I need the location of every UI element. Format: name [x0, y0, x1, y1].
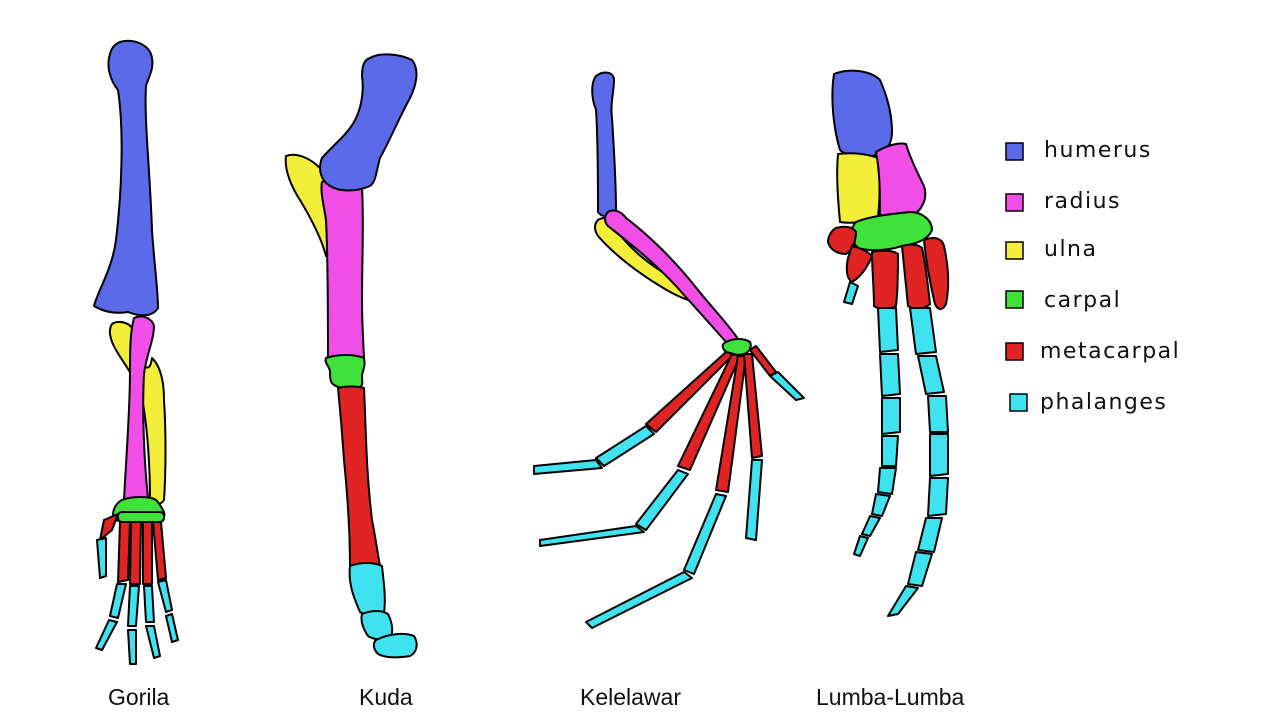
- kelelawar-phalanx-1b: [533, 459, 603, 475]
- lumba-metacarpal-4: [901, 243, 931, 310]
- gorila-metacarpal-2: [117, 521, 131, 583]
- lumba-phalanx-2b: [879, 353, 901, 397]
- gorila-humerus: [93, 39, 159, 317]
- lumba-metacarpal-3: [871, 249, 899, 310]
- legend-label-humerus: humerus: [1044, 138, 1152, 163]
- legend-item-humerus: humerus: [1005, 138, 1152, 163]
- lumba-phalanx-3g: [907, 551, 933, 587]
- lumba-phalanx-3e: [927, 477, 949, 517]
- lumba-phalanx-3h: [887, 585, 919, 617]
- lumba-phalanx-1: [843, 281, 859, 305]
- lumba-phalanx-2d: [881, 435, 899, 467]
- lumba-phalanx-3f: [917, 517, 943, 553]
- kelelawar-phalanx-3b: [585, 571, 693, 629]
- kelelawar-phalanx-2b: [539, 525, 645, 547]
- kelelawar-phalanx-3a: [683, 493, 727, 575]
- kuda-limb: [284, 53, 418, 659]
- animal-label-kelelawar: Kelelawar: [580, 684, 681, 710]
- legend-swatch-phalanges: [1009, 393, 1028, 412]
- kelelawar-radius: [604, 209, 741, 346]
- kelelawar-humerus: [591, 71, 617, 218]
- kuda-carpal: [324, 354, 366, 390]
- legend-label-metacarpal: metacarpal: [1040, 339, 1180, 364]
- lumba-radius: [875, 142, 927, 218]
- legend-label-carpal: carpal: [1044, 288, 1121, 313]
- lumba-limb: [827, 69, 950, 617]
- animal-label-kuda: Kuda: [359, 684, 413, 710]
- lumba-phalanx-2h: [853, 535, 869, 557]
- animal-label-gorila: Gorila: [108, 684, 170, 710]
- gorila-phalanx-thumb: [96, 537, 107, 579]
- gorila-phalanx-3b: [127, 629, 137, 665]
- gorila-phalanx-5b: [165, 613, 179, 643]
- gorila-metacarpal-3: [129, 521, 142, 585]
- legend-item-carpal: carpal: [1005, 288, 1121, 313]
- lumba-humerus: [831, 69, 893, 158]
- gorila-phalanx-3a: [127, 585, 140, 627]
- lumba-phalanx-2g: [861, 515, 881, 537]
- lumba-phalanx-3b: [917, 355, 945, 395]
- gorila-metacarpal-4: [142, 521, 153, 585]
- gorila-phalanx-2b: [95, 619, 118, 651]
- legend-label-ulna: ulna: [1044, 237, 1097, 262]
- lumba-phalanx-2c: [881, 397, 901, 435]
- lumba-carpal: [850, 211, 933, 252]
- kuda-humerus: [319, 53, 418, 192]
- kelelawar-phalanx-1a: [595, 425, 655, 467]
- animal-label-lumba: Lumba-Lumba: [816, 684, 965, 710]
- lumba-phalanx-3c: [927, 395, 949, 433]
- kelelawar-phalanx-5: [769, 371, 805, 401]
- legend-item-ulna: ulna: [1005, 237, 1097, 262]
- legend-swatch-carpal: [1005, 290, 1024, 309]
- kelelawar-phalanx-4: [745, 459, 763, 541]
- gorila-phalanx-5a: [157, 579, 173, 613]
- lumba-metacarpal-5: [923, 237, 950, 310]
- lumba-phalanx-2e: [877, 467, 897, 495]
- legend-label-radius: radius: [1044, 189, 1121, 214]
- kuda-radius: [320, 177, 365, 364]
- gorila-limb: [93, 39, 179, 665]
- legend-swatch-humerus: [1005, 142, 1024, 161]
- kelelawar-limb: [533, 71, 805, 629]
- legend: humerus radius ulna carpal metacarpal ph…: [1005, 138, 1180, 415]
- legend-item-radius: radius: [1005, 189, 1121, 214]
- gorila-carpal-row: [117, 511, 165, 523]
- kuda-metacarpal: [337, 385, 381, 569]
- lumba-ulna: [836, 152, 881, 224]
- kelelawar-metacarpal-4: [743, 353, 763, 459]
- lumba-metacarpal-1: [827, 225, 857, 255]
- kuda-phalanx-3: [372, 632, 418, 659]
- gorila-phalanx-4b: [145, 625, 161, 659]
- kuda-phalanx-1: [348, 562, 386, 616]
- legend-item-phalanges: phalanges: [1009, 390, 1167, 415]
- legend-swatch-metacarpal: [1005, 342, 1024, 361]
- gorila-metacarpal-1: [99, 513, 119, 541]
- lumba-metacarpal-2: [845, 245, 873, 283]
- lumba-phalanx-3d: [929, 433, 949, 477]
- legend-swatch-ulna: [1005, 241, 1024, 260]
- lumba-phalanx-3a: [909, 307, 937, 355]
- legend-swatch-radius: [1005, 193, 1024, 212]
- lumba-phalanx-2f: [871, 493, 891, 517]
- gorila-phalanx-4a: [143, 585, 155, 623]
- gorila-phalanx-2a: [109, 583, 127, 619]
- lumba-phalanx-2a: [877, 307, 899, 353]
- gorila-metacarpal-5: [152, 521, 167, 581]
- legend-item-metacarpal: metacarpal: [1005, 339, 1180, 364]
- kelelawar-phalanx-2a: [635, 469, 689, 531]
- legend-label-phalanges: phalanges: [1040, 390, 1167, 415]
